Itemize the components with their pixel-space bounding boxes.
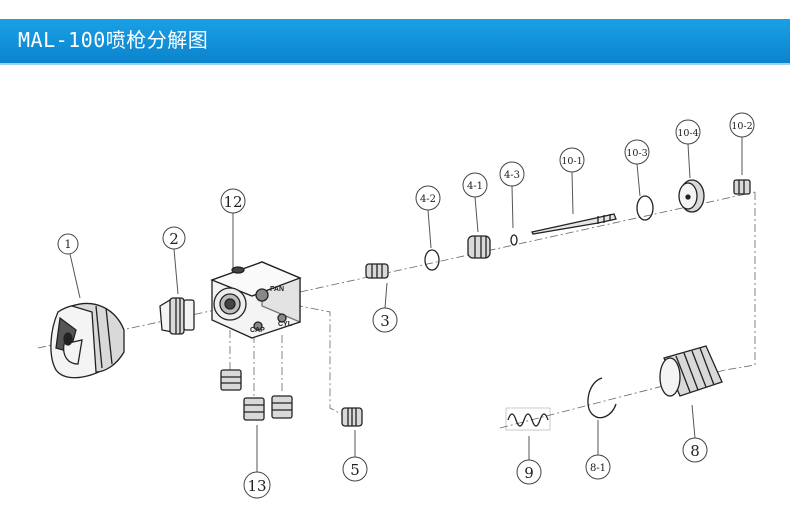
label-fan: FAN xyxy=(270,286,284,293)
part-8-1-snap-ring xyxy=(587,377,617,419)
leader-lines xyxy=(69,137,743,472)
svg-text:4-2: 4-2 xyxy=(420,194,436,205)
callout-4-2: 4-2 xyxy=(415,185,441,211)
callout-10-4: 10-4 xyxy=(675,119,701,145)
callouts: 1 2 12 3 4-2 4-1 4-3 10-1 xyxy=(57,112,755,499)
callout-10-1: 10-1 xyxy=(559,147,585,173)
svg-text:8: 8 xyxy=(690,442,700,460)
svg-text:10-4: 10-4 xyxy=(677,128,698,139)
callout-9: 9 xyxy=(516,459,542,485)
svg-text:3: 3 xyxy=(380,312,390,330)
callout-8: 8 xyxy=(682,437,708,463)
part-12-gun-body: FAN CAP CYL xyxy=(210,261,302,339)
svg-text:13: 13 xyxy=(247,477,266,495)
svg-text:12: 12 xyxy=(223,193,242,211)
svg-text:10-1: 10-1 xyxy=(561,156,582,167)
part-4-3-small-ring xyxy=(510,234,518,246)
callout-8-1: 8-1 xyxy=(585,454,611,480)
callout-4-3: 4-3 xyxy=(499,161,525,187)
part-10-4-cap xyxy=(678,179,705,213)
callout-3: 3 xyxy=(372,307,398,333)
label-cap: CAP xyxy=(250,327,265,334)
part-13-fittings xyxy=(220,369,293,421)
part-2-fluid-nozzle xyxy=(159,297,195,335)
svg-text:4-1: 4-1 xyxy=(467,181,483,192)
callout-10-2: 10-2 xyxy=(729,112,755,138)
callout-13: 13 xyxy=(243,471,271,499)
assembly-axis xyxy=(37,191,756,429)
callout-12: 12 xyxy=(220,188,246,214)
part-10-1-needle xyxy=(531,213,617,235)
part-4-2-o-ring xyxy=(424,249,440,271)
callout-1: 1 xyxy=(57,233,79,255)
svg-text:5: 5 xyxy=(350,461,360,479)
svg-text:4-3: 4-3 xyxy=(504,170,520,181)
part-4-1-piston xyxy=(467,235,491,259)
part-1-air-cap xyxy=(50,302,125,379)
callout-2: 2 xyxy=(162,226,186,250)
svg-text:8-1: 8-1 xyxy=(590,463,606,474)
page-title: MAL-100喷枪分解图 xyxy=(18,28,209,52)
part-8-cylinder-cap xyxy=(659,345,723,397)
svg-text:10-2: 10-2 xyxy=(731,121,752,132)
callout-10-3: 10-3 xyxy=(624,139,650,165)
svg-text:2: 2 xyxy=(169,230,179,248)
svg-text:10-3: 10-3 xyxy=(626,148,647,159)
part-5-plug xyxy=(341,407,363,427)
callout-4-1: 4-1 xyxy=(462,172,488,198)
svg-text:1: 1 xyxy=(65,238,72,251)
part-9-spring xyxy=(505,407,551,431)
part-10-3-o-ring xyxy=(636,195,654,221)
part-3-packing-screw xyxy=(365,263,389,279)
title-bar: MAL-100喷枪分解图 xyxy=(0,19,790,65)
svg-text:9: 9 xyxy=(524,464,534,482)
callout-5: 5 xyxy=(342,456,368,482)
label-cyl: CYL xyxy=(278,321,293,328)
part-10-2-knob xyxy=(733,179,751,195)
